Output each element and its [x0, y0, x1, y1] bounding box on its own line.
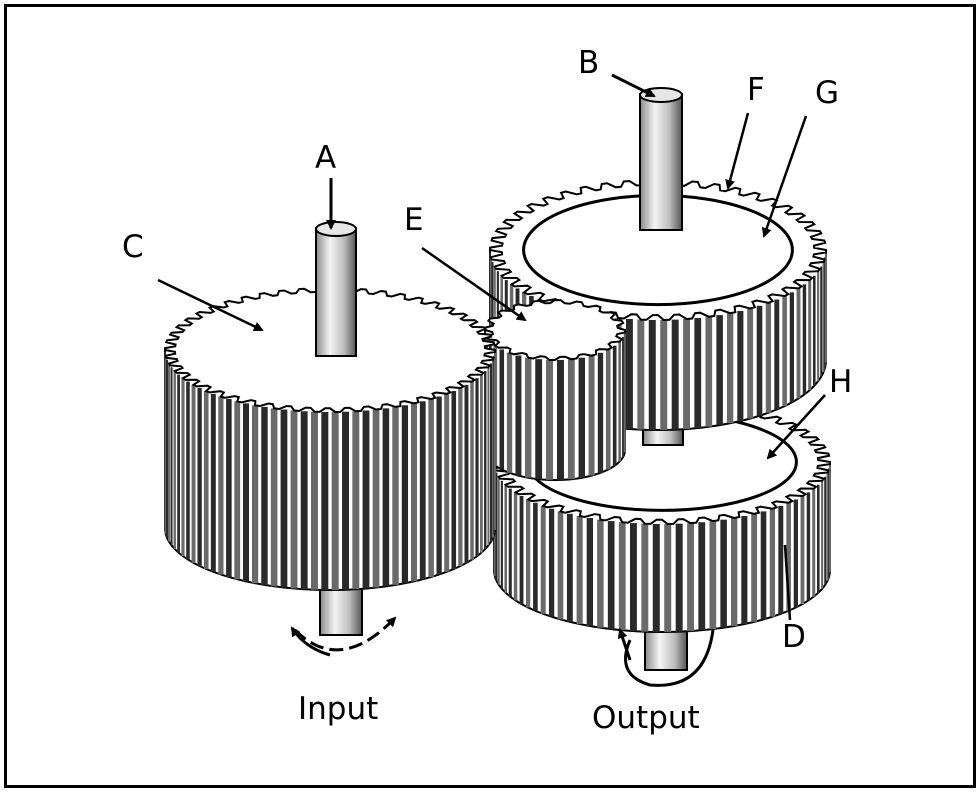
output-rotation-arrow [624, 629, 715, 687]
input-rotation-arrow [293, 616, 397, 652]
gear-e [483, 298, 627, 481]
label-f: F [747, 72, 765, 108]
input-rotation-arrow-back [290, 626, 331, 657]
label-d: D [782, 619, 806, 655]
shaft-a-end [315, 221, 357, 237]
output-shaft-b [639, 93, 683, 231]
shaft-b-end [639, 87, 683, 103]
input-caption: Input [298, 691, 379, 727]
leader-d [783, 544, 792, 621]
label-b: B [578, 45, 600, 81]
leader-h [766, 394, 826, 460]
leader-b [611, 73, 656, 98]
label-c: C [122, 229, 144, 265]
label-h: H [829, 364, 853, 400]
leader-f [725, 112, 750, 190]
leader-g [761, 115, 808, 238]
output-caption: Output [592, 700, 700, 736]
label-e: E [404, 202, 424, 238]
gear-d [492, 398, 832, 633]
label-a: A [315, 140, 337, 176]
leader-e [421, 246, 527, 322]
leader-c [157, 278, 264, 332]
input-shaft-a [315, 227, 357, 357]
label-g: G [815, 75, 840, 111]
output-rotation-arrow-head [617, 628, 632, 661]
